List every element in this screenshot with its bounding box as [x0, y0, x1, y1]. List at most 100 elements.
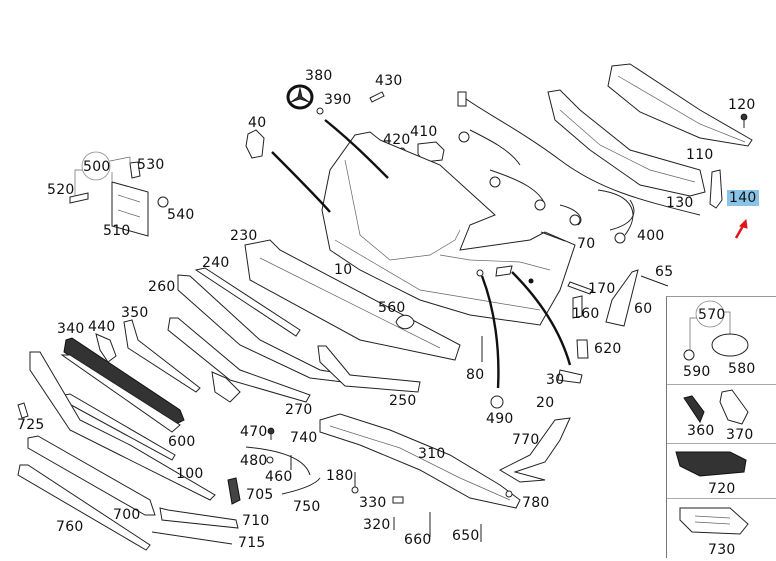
part-label-700[interactable]: 700: [113, 507, 141, 523]
part-label-230[interactable]: 230: [230, 228, 258, 244]
part-label-370[interactable]: 370: [726, 427, 754, 443]
part-label-10[interactable]: 10: [334, 262, 353, 278]
part-label-660[interactable]: 660: [404, 532, 432, 548]
part-label-500[interactable]: 500: [83, 159, 111, 175]
part-label-590[interactable]: 590: [683, 364, 711, 380]
part-label-320[interactable]: 320: [363, 517, 391, 533]
part-310-undertray: [319, 413, 521, 509]
part-label-100[interactable]: 100: [176, 466, 204, 482]
part-label-130[interactable]: 130: [666, 195, 694, 211]
part-label-350[interactable]: 350: [121, 305, 149, 321]
part-label-270[interactable]: 270: [285, 402, 313, 418]
part-label-770[interactable]: 770: [512, 432, 540, 448]
leader-40: [271, 151, 331, 213]
leader-490: [480, 275, 500, 389]
part-700-shape: [27, 435, 156, 516]
part-label-560[interactable]: 560: [378, 300, 406, 316]
part-label-440[interactable]: 440: [88, 319, 116, 335]
part-label-470[interactable]: 470: [240, 424, 268, 440]
part-label-240[interactable]: 240: [202, 255, 230, 271]
part-100-shape: [29, 351, 216, 501]
part-label-170[interactable]: 170: [588, 281, 616, 297]
part-label-580[interactable]: 580: [728, 361, 756, 377]
part-730-frame: [679, 507, 749, 535]
part-710-shape: [159, 507, 239, 529]
part-label-110[interactable]: 110: [686, 147, 714, 163]
part-110-shape: [607, 63, 753, 147]
part-230-shape: [244, 239, 461, 361]
part-label-650[interactable]: 650: [452, 528, 480, 544]
part-label-160[interactable]: 160: [572, 306, 600, 322]
part-label-530[interactable]: 530: [137, 157, 165, 173]
red-arrow-icon: [734, 218, 748, 239]
detail-panel: [666, 296, 776, 558]
part-label-710[interactable]: 710: [242, 513, 270, 529]
part-720-grille: [675, 451, 747, 477]
part-340-grille: [63, 337, 185, 425]
part-label-420[interactable]: 420: [383, 132, 411, 148]
part-label-715[interactable]: 715: [238, 535, 266, 551]
part-label-380[interactable]: 380: [305, 68, 333, 84]
part-label-760[interactable]: 760: [56, 519, 84, 535]
part-520-screw: [69, 192, 89, 204]
part-130-shape: [547, 89, 706, 197]
part-label-65[interactable]: 65: [655, 264, 674, 280]
part-40-shape: [245, 129, 265, 159]
part-label-600[interactable]: 600: [168, 434, 196, 450]
part-label-330[interactable]: 330: [359, 495, 387, 511]
part-label-705[interactable]: 705: [246, 487, 274, 503]
part-label-70[interactable]: 70: [577, 236, 596, 252]
part-label-780[interactable]: 780: [522, 495, 550, 511]
part-430-shape: [369, 91, 385, 103]
part-250-shape: [317, 345, 421, 393]
part-label-730[interactable]: 730: [708, 542, 736, 558]
part-label-720[interactable]: 720: [708, 481, 736, 497]
part-label-520[interactable]: 520: [47, 182, 75, 198]
part-label-120[interactable]: 120: [728, 97, 756, 113]
part-label-510[interactable]: 510: [103, 223, 131, 239]
part-label-430[interactable]: 430: [375, 73, 403, 89]
part-label-30[interactable]: 30: [546, 372, 565, 388]
part-760-shape: [17, 464, 151, 551]
part-label-250[interactable]: 250: [389, 393, 417, 409]
part-label-310[interactable]: 310: [418, 446, 446, 462]
part-label-620[interactable]: 620: [594, 341, 622, 357]
part-10-bumper-cover: [321, 131, 576, 326]
part-label-180[interactable]: 180: [326, 468, 354, 484]
part-label-340[interactable]: 340: [57, 321, 85, 337]
part-360-grille: [683, 395, 705, 424]
part-label-400[interactable]: 400: [637, 228, 665, 244]
part-715-strip: [151, 531, 233, 545]
part-label-140-highlighted[interactable]: 140: [727, 190, 759, 206]
part-label-740[interactable]: 740: [290, 430, 318, 446]
part-label-60[interactable]: 60: [634, 301, 653, 317]
part-label-570[interactable]: 570: [698, 307, 726, 323]
fasteners: [266, 269, 669, 542]
part-60-bracket: [605, 269, 639, 327]
part-440-shape: [95, 333, 117, 363]
panel-divider: [667, 384, 776, 385]
part-label-360[interactable]: 360: [687, 423, 715, 439]
part-380-emblem: [286, 84, 314, 110]
part-560-ring: [395, 314, 415, 330]
part-label-410[interactable]: 410: [410, 124, 438, 140]
part-label-750[interactable]: 750: [293, 499, 321, 515]
part-label-20[interactable]: 20: [536, 395, 555, 411]
panel-divider: [667, 443, 776, 444]
part-580-shape: [711, 333, 749, 357]
part-725-clip: [17, 402, 29, 419]
part-label-40[interactable]: 40: [248, 115, 267, 131]
part-label-460[interactable]: 460: [265, 469, 293, 485]
part-label-80[interactable]: 80: [466, 367, 485, 383]
part-140-shape: [709, 169, 723, 209]
part-label-260[interactable]: 260: [148, 279, 176, 295]
part-120-screw: [740, 113, 748, 128]
part-label-725[interactable]: 725: [17, 417, 45, 433]
part-label-480[interactable]: 480: [240, 453, 268, 469]
part-label-540[interactable]: 540: [167, 207, 195, 223]
part-label-490[interactable]: 490: [486, 411, 514, 427]
part-705-grille: [227, 477, 241, 505]
part-770-shape: [498, 417, 571, 483]
part-label-390[interactable]: 390: [324, 92, 352, 108]
